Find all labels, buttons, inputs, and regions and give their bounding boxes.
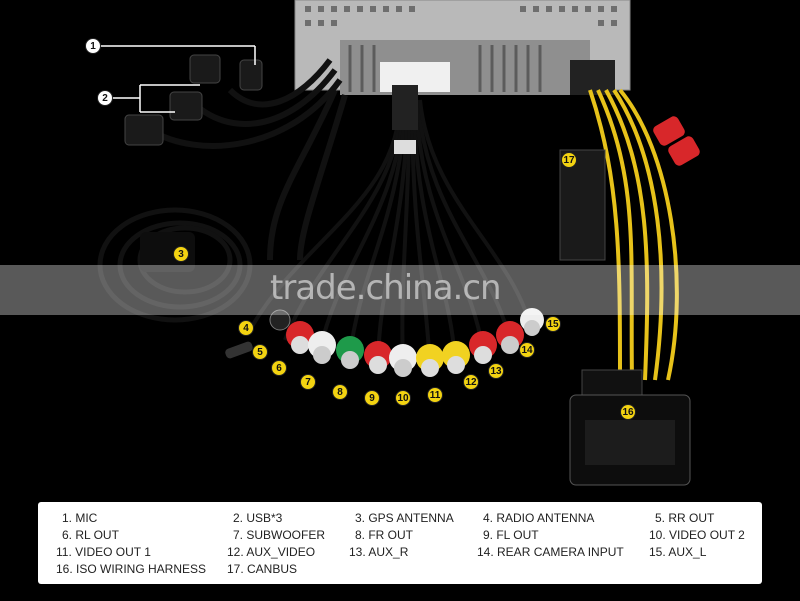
callout-2: 2: [97, 90, 113, 106]
legend-item-12: 12. AUX_VIDEO: [227, 545, 316, 559]
legend-item-11: 11. VIDEO OUT 1: [56, 545, 151, 559]
usb-plugs: [124, 54, 263, 146]
legend-item-13: 13. AUX_R: [349, 545, 409, 559]
legend-item-5: 5. RR OUT: [655, 511, 715, 525]
callout-17: 17: [561, 152, 577, 168]
callout-6: 6: [271, 360, 287, 376]
watermark-band: [0, 265, 800, 315]
callout-10: 10: [395, 390, 411, 406]
product-photo: [95, 0, 700, 486]
callout-14: 14: [519, 342, 535, 358]
callout-13: 13: [488, 363, 504, 379]
legend-item-1: 1. MIC: [62, 511, 98, 525]
callout-15: 15: [545, 316, 561, 332]
callout-8: 8: [332, 384, 348, 400]
callout-7: 7: [300, 374, 316, 390]
iso-connector: [569, 369, 691, 486]
legend-panel: 1. MIC 2. USB*3 3. GPS ANTENNA 4. RADIO …: [38, 502, 762, 584]
callout-11: 11: [427, 387, 443, 403]
usb-cables: [148, 58, 348, 261]
head-unit-chassis: [294, 0, 631, 95]
legend-item-9: 9. FL OUT: [483, 528, 539, 542]
callout-4: 4: [238, 320, 254, 336]
red-rca-pair: [653, 116, 700, 166]
legend-item-17: 17. CANBUS: [227, 562, 298, 576]
legend-item-3: 3. GPS ANTENNA: [355, 511, 454, 525]
yellow-harness: [588, 88, 679, 381]
canbus-box: [559, 149, 606, 261]
callout-1: 1: [85, 38, 101, 54]
legend-item-16: 16. ISO WIRING HARNESS: [56, 562, 207, 576]
legend-item-15: 15. AUX_L: [649, 545, 707, 559]
callout-9: 9: [364, 390, 380, 406]
watermark-text: trade.china.cn: [270, 268, 502, 308]
legend-item-4: 4. RADIO ANTENNA: [483, 511, 595, 525]
legend-item-7: 7. SUBWOOFER: [233, 528, 326, 542]
gps-antenna: [97, 207, 253, 323]
callout-16: 16: [620, 404, 636, 420]
legend-item-8: 8. FR OUT: [355, 528, 414, 542]
legend-item-14: 14. REAR CAMERA INPUT: [477, 545, 624, 559]
rca-connectors: [225, 308, 544, 377]
legend-item-10: 10. VIDEO OUT 2: [649, 528, 745, 542]
callout-12: 12: [463, 374, 479, 390]
legend-item-2: 2. USB*3: [233, 511, 283, 525]
callout-3: 3: [173, 246, 189, 262]
callout-5: 5: [252, 344, 268, 360]
legend-item-6: 6. RL OUT: [62, 528, 119, 542]
